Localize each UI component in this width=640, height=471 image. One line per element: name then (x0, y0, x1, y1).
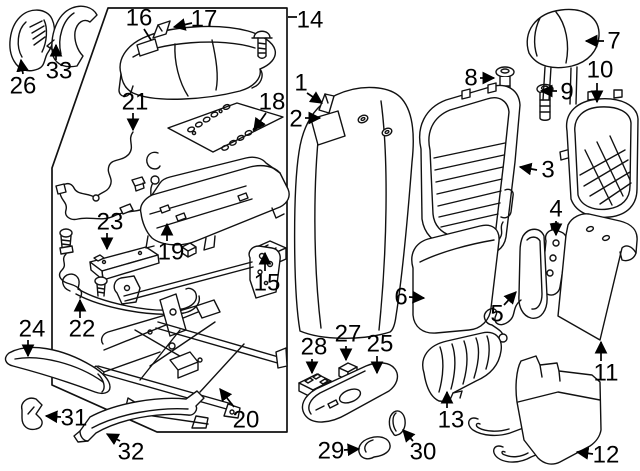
callout-label-14[interactable]: 14 (297, 7, 324, 34)
callout-label-4[interactable]: 4 (549, 196, 562, 223)
callout-label-22[interactable]: 22 (69, 316, 96, 343)
callout-arrow-3 (518, 162, 538, 176)
callout-label-30[interactable]: 30 (410, 439, 437, 466)
callout-label-29[interactable]: 29 (318, 438, 345, 465)
part-29-knob (358, 436, 391, 460)
callout-label-24[interactable]: 24 (19, 316, 46, 343)
callout-arrow-1 (306, 91, 324, 104)
callout-label-15[interactable]: 15 (254, 270, 281, 297)
part-3-seatback-frame (419, 82, 521, 261)
callout-arrow-18 (253, 112, 267, 132)
part-30-cap (388, 410, 406, 437)
callout-label-12[interactable]: 12 (593, 442, 620, 469)
callout-label-17[interactable]: 17 (191, 6, 218, 33)
callout-label-2[interactable]: 2 (289, 106, 302, 133)
callout-label-21[interactable]: 21 (122, 89, 149, 116)
callout-label-5[interactable]: 5 (490, 301, 503, 328)
part-6-seatback-pad (411, 224, 500, 334)
callout-label-19[interactable]: 19 (158, 239, 185, 266)
part-31-track-cover-front (21, 397, 43, 431)
callout-label-6[interactable]: 6 (394, 284, 407, 311)
part-23-sensor-module (58, 228, 197, 299)
part-24-side-garnish (4, 346, 111, 395)
callout-arrow-17 (172, 18, 193, 31)
callout-arrow-31 (44, 410, 62, 424)
callout-label-8[interactable]: 8 (464, 65, 477, 92)
callout-label-1[interactable]: 1 (294, 70, 307, 97)
callout-label-20[interactable]: 20 (233, 407, 260, 434)
part-9-headrest-guide (536, 83, 554, 121)
callout-arrow-20 (219, 387, 235, 408)
callout-arrow-32 (105, 433, 121, 446)
callout-label-13[interactable]: 13 (438, 407, 465, 434)
part-7-headrest (526, 8, 600, 105)
fastener-bolt-icon (251, 30, 273, 59)
callout-arrow-29 (343, 443, 361, 457)
callout-label-18[interactable]: 18 (259, 89, 286, 116)
part-32-track-rail-cover (73, 390, 205, 443)
callout-label-26[interactable]: 26 (10, 73, 37, 100)
callout-label-10[interactable]: 10 (587, 57, 614, 84)
callout-label-7[interactable]: 7 (607, 28, 620, 55)
callout-arrow-26 (16, 58, 29, 75)
part-11-back-sheet (557, 213, 638, 341)
callout-label-28[interactable]: 28 (301, 334, 328, 361)
callout-label-16[interactable]: 16 (126, 5, 153, 32)
part-10-back-frame (559, 89, 639, 219)
callout-label-33[interactable]: 33 (46, 58, 73, 85)
part-16-cushion-pad (118, 20, 277, 100)
callout-arrow-6 (408, 290, 426, 304)
part-14-cushion-assembly-outline (51, 7, 288, 433)
part-1-seatback-cover (293, 86, 414, 339)
callout-label-27[interactable]: 27 (335, 321, 362, 348)
callout-label-9[interactable]: 9 (560, 79, 573, 106)
callout-arrow-16 (143, 28, 152, 41)
part-25-side-shield (301, 362, 399, 423)
callout-label-25[interactable]: 25 (367, 331, 394, 358)
callout-arrow-30 (402, 429, 416, 443)
part-13-lumbar-pad (422, 331, 502, 403)
callout-arrow-5 (503, 291, 517, 306)
callout-label-31[interactable]: 31 (61, 405, 88, 432)
callout-label-3[interactable]: 3 (541, 157, 554, 184)
callout-label-23[interactable]: 23 (97, 209, 124, 236)
part-5-bolster-harness (483, 228, 548, 343)
callout-label-11[interactable]: 11 (594, 360, 619, 387)
part-12-back-finisher (468, 355, 602, 465)
part-19-cushion-pan (139, 156, 290, 251)
part-18-heater-mat (167, 102, 284, 153)
callout-label-32[interactable]: 32 (118, 439, 145, 466)
callout-arrow-12 (575, 447, 594, 460)
